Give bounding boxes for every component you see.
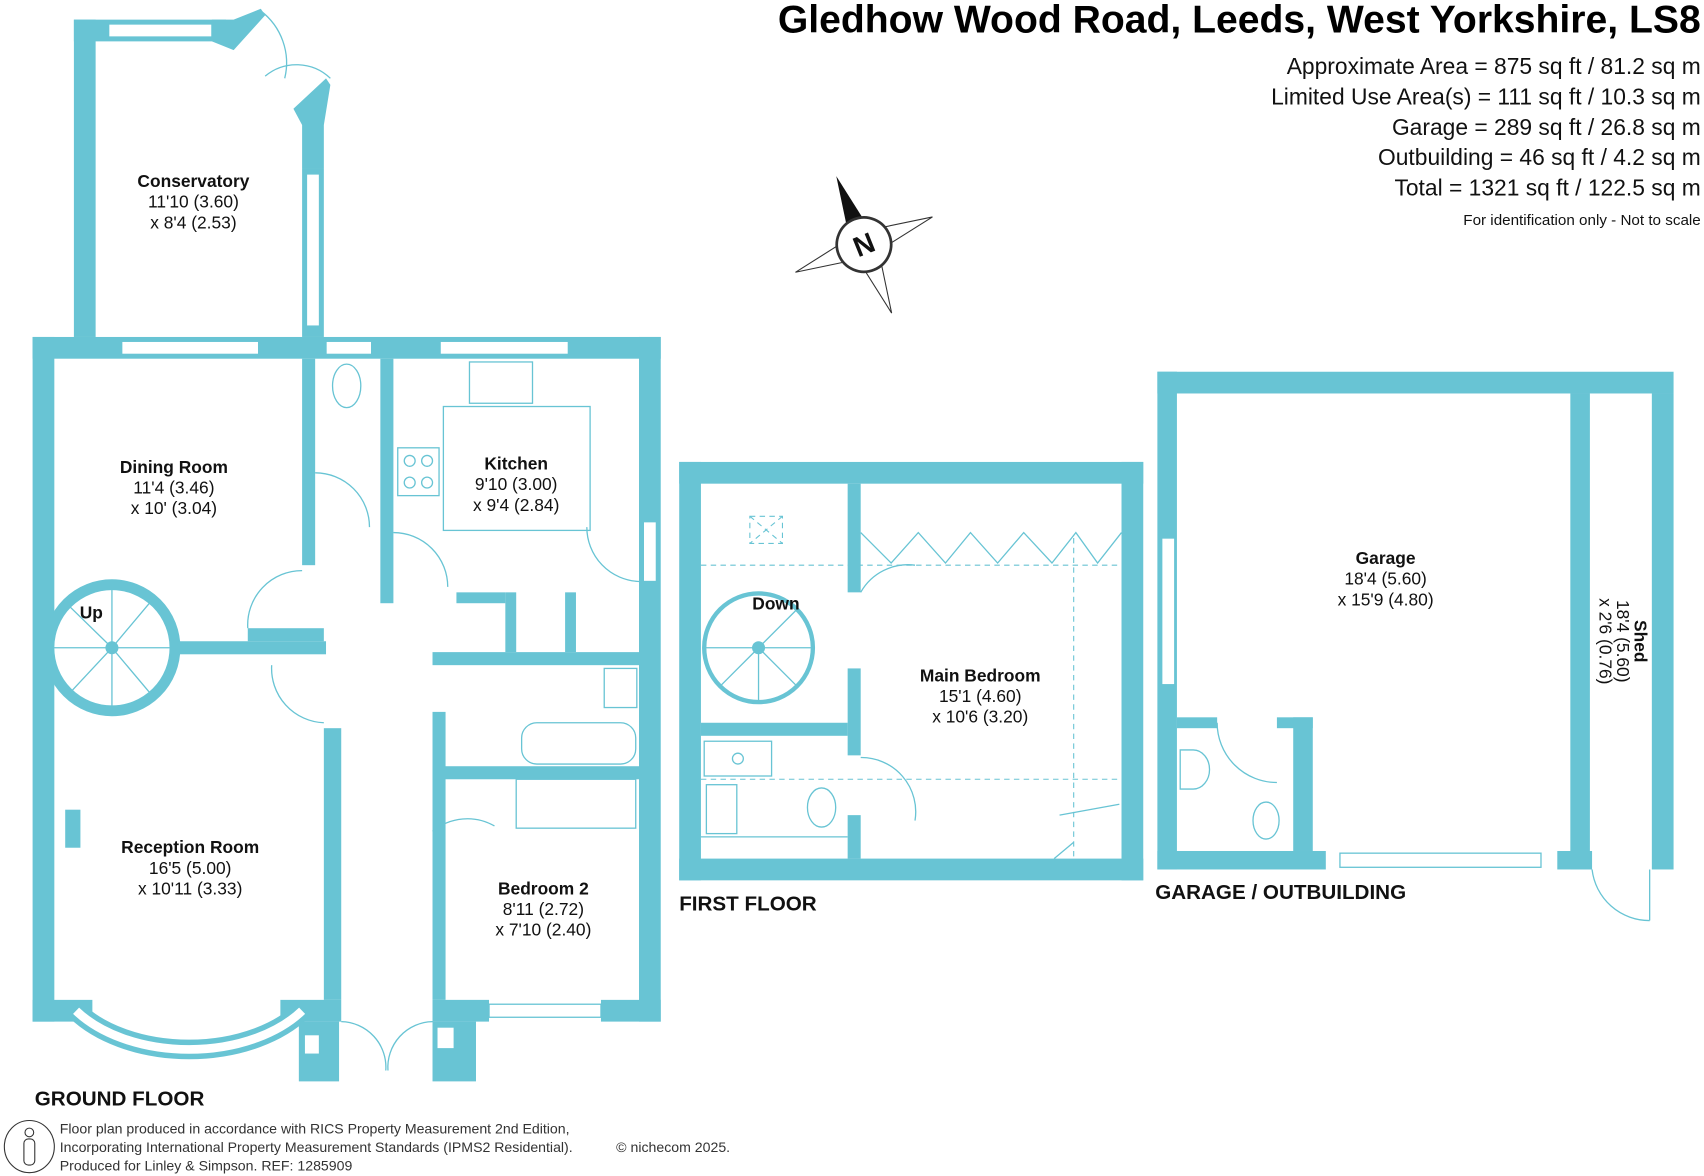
area-limited-use: Limited Use Area(s) = 111 sq ft / 10.3 s… xyxy=(1271,83,1701,109)
svg-text:Garage: Garage xyxy=(1356,548,1416,568)
area-garage: Garage = 289 sq ft / 26.8 sq m xyxy=(1392,114,1701,140)
svg-text:Kitchen: Kitchen xyxy=(484,454,548,474)
svg-text:Bedroom 2: Bedroom 2 xyxy=(498,878,589,898)
garage-outbuilding-label: GARAGE / OUTBUILDING xyxy=(1155,881,1406,904)
room-shed: Shed 18'4 (5.60) x 2'6 (0.76) xyxy=(1596,598,1651,684)
disclaimer: For identification only - Not to scale xyxy=(1463,212,1700,229)
svg-text:x 10'6 (3.20): x 10'6 (3.20) xyxy=(932,707,1028,727)
copyright: © nichecom 2025. xyxy=(616,1139,730,1155)
svg-text:11'10 (3.60): 11'10 (3.60) xyxy=(148,192,239,212)
area-outbuilding: Outbuilding = 46 sq ft / 4.2 sq m xyxy=(1378,144,1701,170)
svg-text:Shed: Shed xyxy=(1630,620,1650,662)
area-approximate: Approximate Area = 875 sq ft / 81.2 sq m xyxy=(1287,53,1701,79)
svg-text:9'10 (3.00): 9'10 (3.00) xyxy=(475,474,558,494)
svg-text:Dining Room: Dining Room xyxy=(120,457,228,477)
svg-text:11'4 (3.46): 11'4 (3.46) xyxy=(133,477,214,497)
svg-text:x 8'4 (2.53): x 8'4 (2.53) xyxy=(150,212,236,232)
svg-text:15'1 (4.60): 15'1 (4.60) xyxy=(939,686,1022,706)
svg-text:Conservatory: Conservatory xyxy=(137,171,249,191)
person-scale-icon xyxy=(3,1119,55,1174)
stairs-up-label: Up xyxy=(80,602,103,622)
svg-text:18'4 (5.60): 18'4 (5.60) xyxy=(1613,600,1633,683)
footer-line-1: Floor plan produced in accordance with R… xyxy=(60,1121,570,1137)
svg-text:x 7'10 (2.40): x 7'10 (2.40) xyxy=(495,920,591,940)
room-main-bedroom: Main Bedroom 15'1 (4.60) x 10'6 (3.20) xyxy=(920,665,1041,726)
footer-line-2: Incorporating International Property Mea… xyxy=(60,1139,573,1155)
room-garage: Garage 18'4 (5.60) x 15'9 (4.80) xyxy=(1338,548,1434,609)
room-dining-room: Dining Room 11'4 (3.46) x 10' (3.04) xyxy=(120,457,228,518)
property-title: Gledhow Wood Road, Leeds, West Yorkshire… xyxy=(778,0,1701,42)
svg-text:x 10'11 (3.33): x 10'11 (3.33) xyxy=(138,878,242,898)
svg-text:Main Bedroom: Main Bedroom xyxy=(920,665,1041,685)
ground-floor-plan: Up Conservatory 11'10 (3.60) x 8'4 (2.53… xyxy=(32,8,661,1110)
svg-text:8'11 (2.72): 8'11 (2.72) xyxy=(503,899,584,919)
ground-floor-label: GROUND FLOOR xyxy=(35,1087,205,1110)
svg-text:x 15'9 (4.80): x 15'9 (4.80) xyxy=(1338,589,1434,609)
svg-text:x 2'6 (0.76): x 2'6 (0.76) xyxy=(1596,598,1616,684)
first-floor-label: FIRST FLOOR xyxy=(679,893,817,916)
garage-outbuilding-plan: Garage 18'4 (5.60) x 15'9 (4.80) Shed 18… xyxy=(1155,371,1674,922)
svg-text:x 9'4 (2.84): x 9'4 (2.84) xyxy=(473,495,559,515)
room-conservatory: Conservatory 11'10 (3.60) x 8'4 (2.53) xyxy=(137,171,249,232)
room-reception-room: Reception Room 16'5 (5.00) x 10'11 (3.33… xyxy=(121,837,259,898)
stairs-down-label: Down xyxy=(752,594,799,614)
svg-text:18'4 (5.60): 18'4 (5.60) xyxy=(1344,569,1427,589)
room-kitchen: Kitchen 9'10 (3.00) x 9'4 (2.84) xyxy=(473,454,559,515)
footer-line-3: Produced for Linley & Simpson. REF: 1285… xyxy=(60,1157,353,1173)
first-floor-plan: Down Main Bedroom 15'1 (4.60) x 10'6 (3.… xyxy=(679,461,1144,916)
svg-text:x 10' (3.04): x 10' (3.04) xyxy=(131,498,217,518)
compass-icon: N xyxy=(795,176,933,314)
room-bedroom-2: Bedroom 2 8'11 (2.72) x 7'10 (2.40) xyxy=(495,878,591,939)
svg-text:Reception Room: Reception Room xyxy=(121,837,259,857)
area-total: Total = 1321 sq ft / 122.5 sq m xyxy=(1394,175,1700,201)
svg-text:16'5 (5.00): 16'5 (5.00) xyxy=(149,858,232,878)
